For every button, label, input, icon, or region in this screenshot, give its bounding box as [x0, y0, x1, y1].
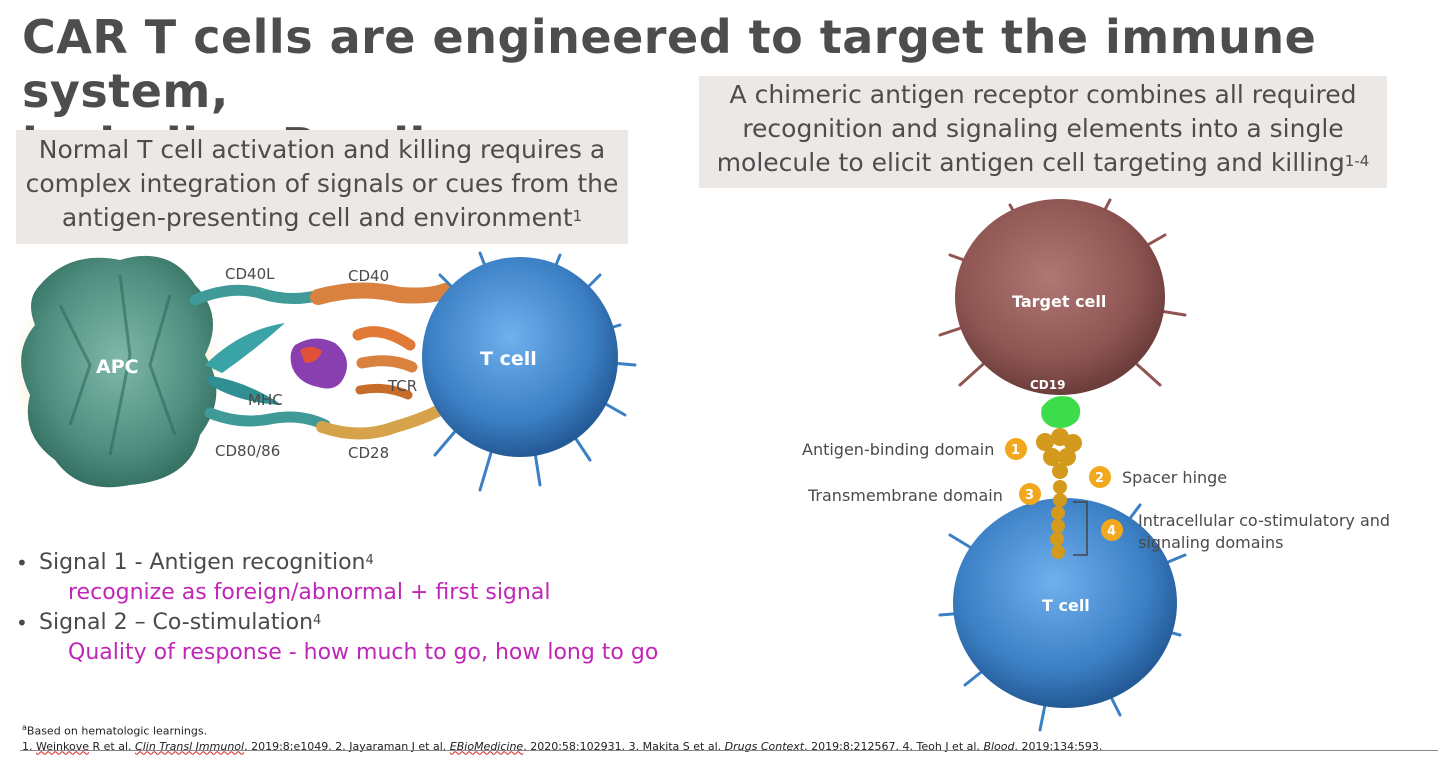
badge-2-num: 2 — [1095, 471, 1104, 486]
badge-3-num: 3 — [1025, 488, 1034, 503]
cd28-label: CD28 — [348, 444, 389, 462]
left-box-line1: Normal T cell activation and killing req… — [16, 133, 628, 167]
right-box-line3-wrap: molecule to elicit antigen cell targetin… — [699, 146, 1387, 180]
right-tcell-label: T cell — [1042, 596, 1090, 615]
left-tcell: T cell — [422, 253, 635, 490]
left-tcell-label: T cell — [480, 348, 537, 370]
signal-bullets: Signal 1 - Antigen recognition4 recogniz… — [14, 548, 714, 668]
left-info-box: Normal T cell activation and killing req… — [16, 130, 628, 244]
antigen-blob — [291, 338, 347, 388]
right-info-box: A chimeric antigen receptor combines all… — [699, 76, 1387, 188]
right-box-sup: 1-4 — [1345, 152, 1370, 170]
footnote-a-text: Based on hematologic learnings. — [27, 725, 207, 738]
bullet-signal2-sub: Quality of response - how much to go, ho… — [14, 638, 714, 668]
cd19-label: CD19 — [1030, 378, 1065, 392]
badge-1: 1 — [1005, 438, 1027, 460]
transmembrane-label: Transmembrane domain — [807, 486, 1003, 505]
apc-cell: APC — [6, 252, 230, 488]
car-tcell-diagram: Target cell CD19 T cell 1 Antigen-bindin… — [790, 195, 1430, 740]
badge-4-num: 4 — [1107, 524, 1116, 539]
tcell-activation-diagram: APC T cell CD40L CD40 MHC TCR CD80/86 — [0, 245, 680, 505]
apc-label: APC — [96, 356, 139, 378]
cd40l-ribbon — [195, 290, 320, 300]
right-box-line2: recognition and signaling elements into … — [699, 112, 1387, 146]
cd8086-ribbon — [210, 413, 325, 425]
right-box-line3: molecule to elicit antigen cell targetin… — [717, 148, 1345, 177]
left-box-line2: complex integration of signals or cues f… — [16, 167, 628, 201]
badge-4: 4 — [1101, 519, 1123, 541]
left-box-line3: antigen-presenting cell and environment — [62, 203, 573, 232]
cd19-molecule — [1041, 396, 1080, 428]
left-box-line3-wrap: antigen-presenting cell and environment1 — [16, 201, 628, 235]
cd28-ribbon — [322, 410, 440, 434]
left-box-sup: 1 — [573, 207, 583, 225]
footnote-refs: 1. Weinkove R et al. Clin Transl Immunol… — [22, 739, 1102, 754]
bullet-signal1: Signal 1 - Antigen recognition4 — [14, 548, 714, 578]
cd40-label: CD40 — [348, 267, 389, 285]
spacer-hinge-label: Spacer hinge — [1122, 468, 1227, 487]
cd40-ribbon — [318, 290, 445, 297]
intracellular-label-line1: Intracellular co-stimulatory and — [1138, 511, 1390, 530]
bullet-signal2: Signal 2 – Co-stimulation4 — [14, 608, 714, 638]
tcr-label: TCR — [387, 377, 417, 395]
antigen-binding-label: Antigen-binding domain — [802, 440, 994, 459]
badge-3: 3 — [1019, 483, 1041, 505]
cd40l-label: CD40L — [225, 265, 275, 283]
bullet-signal1-sup: 4 — [365, 553, 373, 568]
cd8086-label: CD80/86 — [215, 442, 280, 460]
mhc-label: MHC — [248, 391, 283, 409]
badge-2: 2 — [1089, 466, 1111, 488]
footnote: aBased on hematologic learnings. 1. Wein… — [22, 720, 1102, 754]
intracellular-label-line2: signaling domains — [1138, 533, 1283, 552]
target-cell-label: Target cell — [1012, 292, 1106, 311]
bullet-signal2-text: Signal 2 – Co-stimulation — [39, 610, 313, 635]
bullet-signal2-sup: 4 — [313, 613, 321, 628]
target-cell: Target cell CD19 — [940, 199, 1185, 395]
footnote-a: aBased on hematologic learnings. — [22, 720, 1102, 739]
bullet-signal1-sub: recognize as foreign/abnormal + first si… — [14, 578, 714, 608]
bullet-signal1-text: Signal 1 - Antigen recognition — [39, 550, 365, 575]
footer-rule — [20, 750, 1438, 751]
badge-1-num: 1 — [1011, 443, 1020, 458]
right-box-line1: A chimeric antigen receptor combines all… — [699, 78, 1387, 112]
